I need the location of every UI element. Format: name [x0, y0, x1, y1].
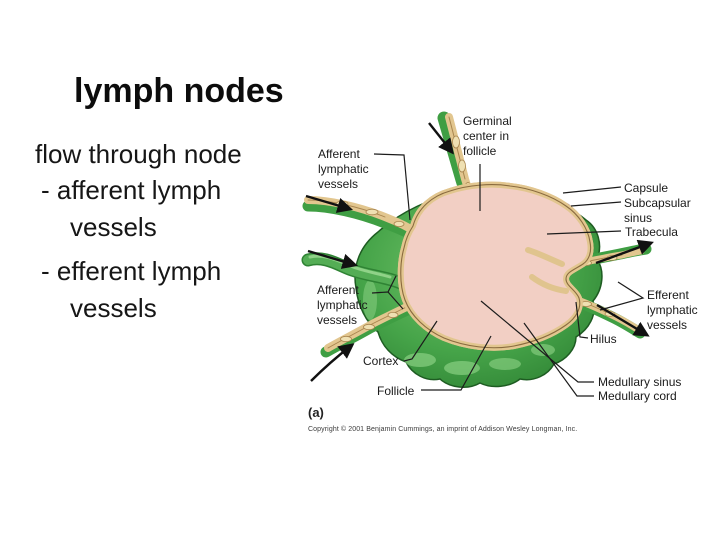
label-cortex: Cortex — [363, 354, 399, 368]
label-afferent-vessels-top: Afferent lymphatic vessels — [318, 147, 369, 191]
label-germinal-center: Germinal center in follicle — [463, 114, 512, 158]
flow-arrow-icons — [305, 122, 654, 382]
body-line-efferent: - efferent lymph — [41, 256, 222, 286]
figure-panel-letter: (a) — [308, 405, 324, 420]
label-trabecula: Trabecula — [625, 225, 678, 239]
label-medullary-cord: Medullary cord — [598, 389, 677, 403]
copyright-line: Copyright © 2001 Benjamin Cummings, an i… — [308, 426, 578, 433]
label-subcapsular-sinus: Subcapsular sinus — [624, 196, 691, 225]
body-line-afferent-wrap: vessels — [70, 212, 157, 242]
body-line-efferent-wrap: vessels — [70, 293, 157, 323]
label-efferent-vessels: Efferent lymphatic vessels — [647, 288, 698, 332]
label-follicle: Follicle — [377, 384, 415, 398]
body-line-flow: flow through node — [35, 139, 242, 169]
body-line-afferent: - afferent lymph — [41, 175, 222, 205]
label-lines — [371, 153, 645, 397]
label-hilus: Hilus — [590, 332, 617, 346]
lymph-node-illustration — [301, 111, 654, 397]
hilus-channels — [525, 247, 569, 294]
label-afferent-vessels-bottom: Afferent lymphatic vessels — [317, 283, 368, 327]
label-medullary-sinus: Medullary sinus — [598, 375, 682, 389]
slide-title: lymph nodes — [74, 72, 284, 110]
node-cross-section — [401, 185, 591, 348]
label-capsule: Capsule — [624, 181, 669, 195]
